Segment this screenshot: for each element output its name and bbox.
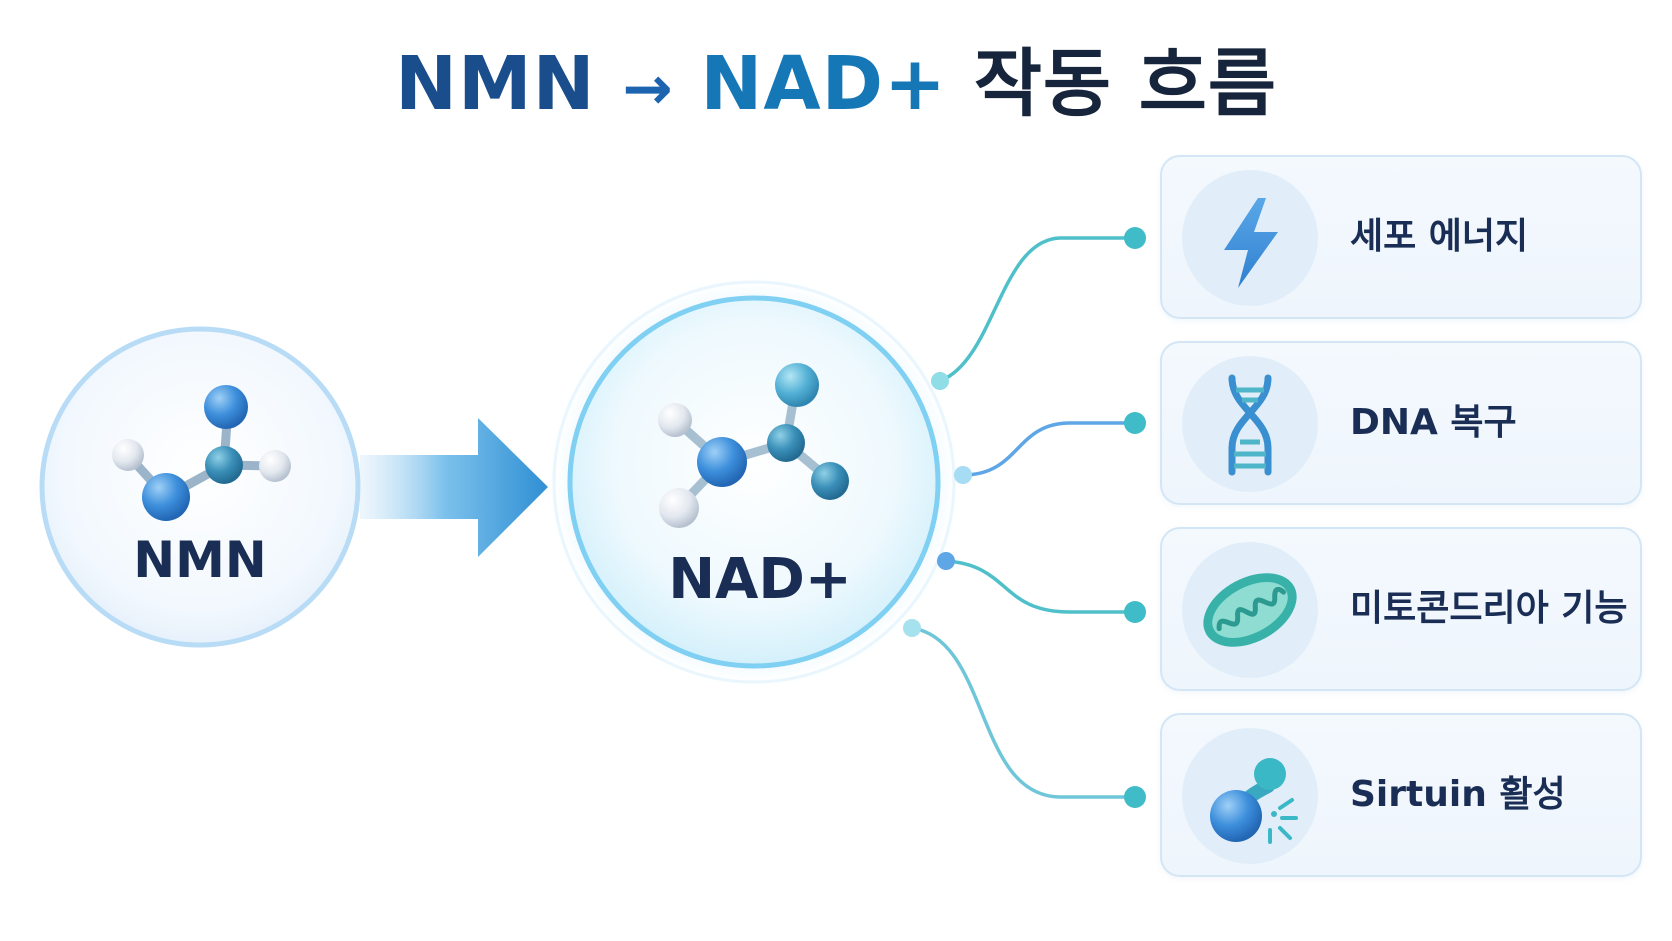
title-arrow: →	[622, 54, 674, 124]
nmn-node	[39, 326, 361, 648]
connectors	[903, 227, 1146, 808]
nad-molecule-icon	[658, 363, 849, 528]
connector-cell-energy	[931, 227, 1146, 390]
outcome-card-mitochondria: 미토콘드리아 기능	[1160, 527, 1642, 691]
title-rest: 작동 흐름	[973, 41, 1277, 127]
connector-mitochondria	[937, 552, 1146, 623]
title-nad: NAD+	[700, 41, 948, 127]
lightning-icon	[1182, 170, 1318, 306]
conversion-arrow	[360, 418, 548, 557]
dna-icon	[1182, 356, 1318, 492]
mitochondria-icon	[1182, 542, 1318, 678]
outcome-label: 미토콘드리아 기능	[1350, 588, 1628, 629]
title-nmn: NMN	[395, 41, 596, 127]
outcome-label: DNA 복구	[1350, 402, 1517, 443]
outcome-card-cell-energy: 세포 에너지	[1160, 155, 1642, 319]
nmn-molecule-icon	[112, 385, 291, 521]
nmn-label: NMN	[133, 531, 267, 589]
outcome-card-sirtuin: Sirtuin 활성	[1160, 713, 1642, 877]
connector-sirtuin	[903, 619, 1146, 808]
page-title: NMN → NAD+ 작동 흐름	[0, 34, 1672, 139]
connector-dna-repair	[954, 412, 1146, 484]
nad-node	[544, 272, 964, 692]
outcome-card-dna-repair: DNA 복구	[1160, 341, 1642, 505]
nad-label: NAD+	[668, 547, 852, 612]
outcome-label: Sirtuin 활성	[1350, 774, 1566, 815]
sirtuin-icon	[1182, 728, 1318, 864]
outcome-label: 세포 에너지	[1350, 216, 1529, 257]
